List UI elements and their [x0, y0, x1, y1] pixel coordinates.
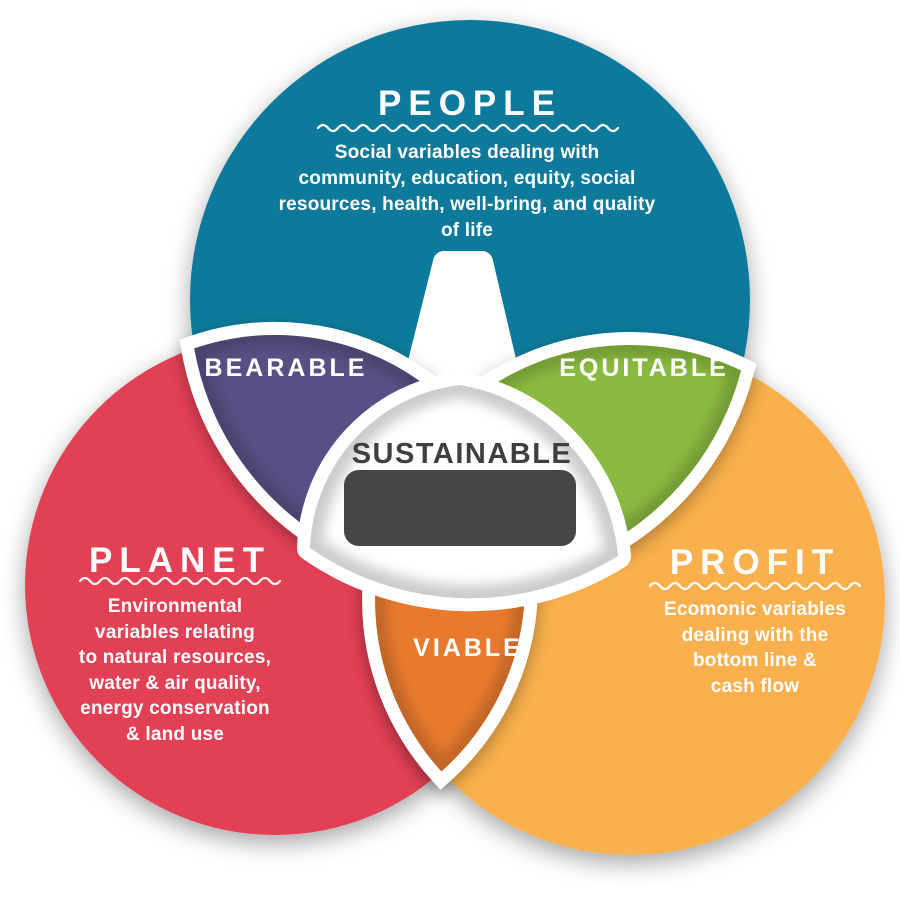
profit-desc-line: cash flow — [710, 675, 800, 697]
profit-desc-line: bottom line & — [693, 650, 817, 671]
profit-desc-line: Ecomonic variables — [663, 599, 847, 620]
planet-desc-line: & land use — [125, 723, 225, 745]
people-heading: PEOPLE — [378, 84, 562, 123]
planet-desc-line: water & air quality, — [89, 672, 261, 694]
planet-desc-line: variables relating — [95, 621, 255, 643]
sustainable-label: SUSTAINABLE — [351, 438, 573, 470]
people-desc-line: resources, health, well-bring, and quali… — [278, 194, 656, 215]
people-desc-line: of life — [440, 220, 494, 241]
viable-label: VIABLE — [413, 634, 523, 662]
planet-squiggle-underline — [78, 576, 282, 586]
center-dark-shape — [344, 470, 576, 546]
planet-desc-line: to natural resources, — [78, 647, 272, 668]
planet-description: Environmental variables relating to natu… — [22, 594, 328, 747]
center-inner-shadow — [310, 385, 618, 599]
profit-description: Ecomonic variables dealing with the bott… — [605, 597, 900, 699]
planet-desc-line: energy conservation — [80, 698, 270, 719]
profit-squiggle-underline — [648, 581, 862, 591]
people-squiggle-underline — [316, 123, 620, 133]
planet-heading: PLANET — [89, 541, 271, 580]
bearable-label: BEARABLE — [204, 354, 368, 382]
profit-desc-line: dealing with the — [681, 624, 829, 646]
profit-heading: PROFIT — [669, 543, 841, 582]
people-desc-line: Social variables dealing with — [334, 142, 600, 163]
people-description: Social variables dealing with community,… — [217, 140, 717, 244]
planet-desc-line: Environmental — [107, 596, 243, 617]
equitable-label: EQUITABLE — [559, 354, 729, 382]
people-desc-line: community, education, equity, social — [298, 168, 636, 189]
